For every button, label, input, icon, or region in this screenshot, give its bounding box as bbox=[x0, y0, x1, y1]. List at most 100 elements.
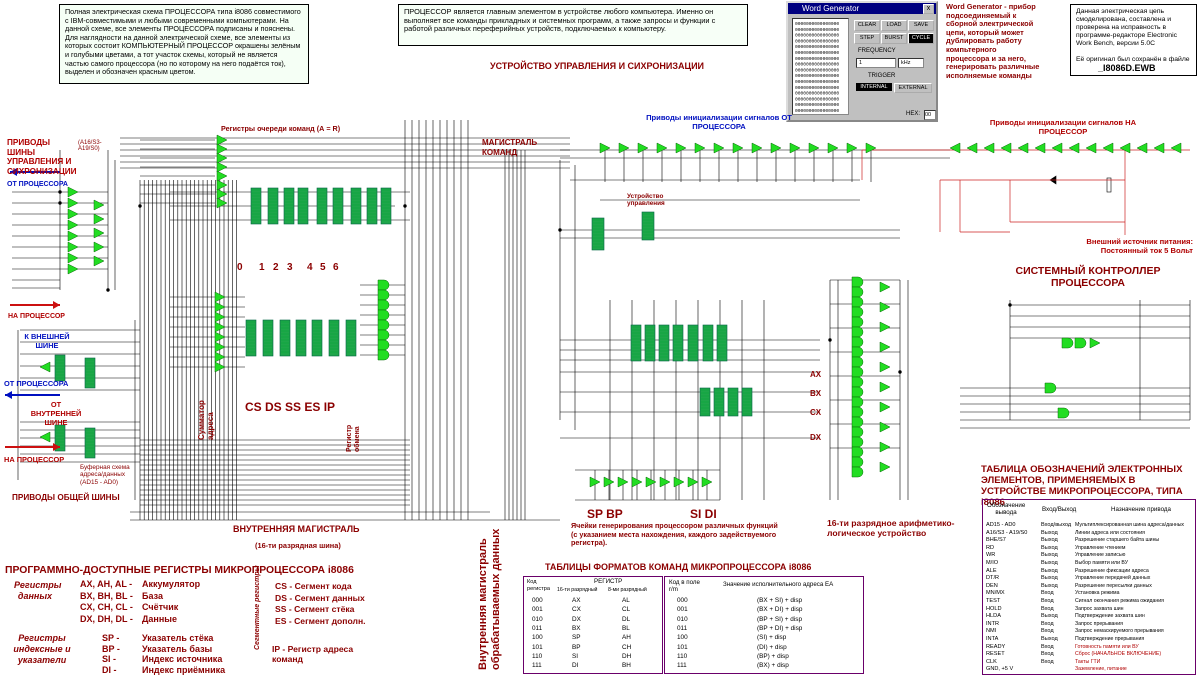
and-gate bbox=[851, 356, 864, 368]
buffer-gate bbox=[751, 142, 763, 154]
buffer-gate bbox=[879, 401, 891, 413]
data-reg-codes: DX, DH, DL - bbox=[80, 613, 133, 624]
bus-drivers-note: (A16/S3-A19/S0) bbox=[78, 140, 102, 152]
register-chip bbox=[672, 324, 684, 362]
fmt-r16: AX bbox=[572, 597, 581, 604]
buffer-gate bbox=[879, 441, 891, 453]
buffer-gate bbox=[39, 431, 51, 443]
buffer-gate bbox=[673, 476, 685, 488]
data-reg-name: База bbox=[142, 590, 163, 601]
register-chip bbox=[316, 187, 328, 225]
hdr-r16: 16-ти разрядный bbox=[557, 587, 598, 593]
to-cpu-label-2: НА ПРОЦЕССОР bbox=[4, 455, 65, 464]
fmt-rm: 110 bbox=[677, 652, 688, 660]
buffer-scheme-label: Буферная схема адреса/данных (AD15 - AD0… bbox=[80, 464, 140, 486]
buffer-gate bbox=[39, 361, 51, 373]
junction-dot bbox=[1008, 303, 1012, 307]
sys-controller-label: СИСТЕМНЫЙ КОНТРОЛЛЕР ПРОЦЕССОРА bbox=[1013, 265, 1163, 289]
buffer-gate bbox=[879, 341, 891, 353]
pin-purpose: Подтверждение прерывания bbox=[1075, 636, 1145, 642]
buffer-gate bbox=[949, 142, 961, 154]
ext-power-label: Внешний источник питания: Постоянный ток… bbox=[1083, 237, 1193, 255]
exchange-reg-label: Регистр обмена bbox=[346, 424, 361, 452]
register-chip bbox=[328, 319, 340, 357]
pin-dir: Выход bbox=[1041, 537, 1058, 544]
buffer-gate bbox=[214, 331, 226, 343]
cycle-button[interactable]: CYCLE bbox=[908, 33, 934, 44]
init-to-cpu-text: Приводы инициализации сигналов НА ПРОЦЕС… bbox=[989, 118, 1137, 136]
fmt-rm: 111 bbox=[677, 662, 687, 670]
and-gate bbox=[1057, 407, 1070, 419]
and-gate bbox=[851, 386, 864, 398]
pin-purpose: Сброс (НАЧАЛЬНОЕ ВКЛЮЧЕНИЕ) bbox=[1075, 651, 1162, 658]
buffer-gate bbox=[67, 186, 79, 198]
and-gate bbox=[851, 396, 864, 408]
buffer-gate bbox=[631, 476, 643, 488]
buffer-gate bbox=[1089, 337, 1101, 349]
and-gate bbox=[1044, 382, 1057, 394]
fmt-ea: (DI) + disp bbox=[757, 643, 787, 651]
pin-name: M/IO bbox=[986, 560, 999, 566]
buffer-gate bbox=[675, 142, 687, 154]
buffer-gate bbox=[1034, 142, 1046, 154]
register-chip bbox=[644, 324, 656, 362]
frequency-input[interactable]: 1 bbox=[856, 58, 896, 68]
internal-data-bus-label: Внутренняя магистраль обрабатываемых дан… bbox=[477, 510, 503, 670]
frequency-label: FREQUENCY bbox=[858, 48, 896, 54]
buffer-gate bbox=[659, 476, 671, 488]
and-gate bbox=[1074, 337, 1087, 349]
memory-row: 0000000000000000 bbox=[795, 27, 839, 33]
buffer-gate bbox=[93, 255, 105, 267]
register-chip bbox=[54, 354, 66, 382]
and-gate bbox=[851, 326, 864, 338]
load-button[interactable]: LOAD bbox=[881, 20, 907, 31]
index-reg-name: Указатель стёка bbox=[142, 633, 214, 643]
buffer-gate bbox=[879, 461, 891, 473]
and-gate bbox=[851, 366, 864, 378]
buffer-gate bbox=[966, 142, 978, 154]
close-icon[interactable]: x bbox=[923, 4, 934, 14]
memory-row: 0000000000000000 bbox=[795, 33, 839, 39]
info-file-text: Её оригинал был сохранён в файле bbox=[1076, 56, 1190, 63]
clear-button[interactable]: CLEAR bbox=[854, 20, 880, 31]
hdr-code: Код регистра bbox=[527, 579, 552, 593]
buffer-gate bbox=[216, 197, 228, 209]
and-gate bbox=[851, 456, 864, 468]
ip-reg-text: IP - Регистр адреса команд bbox=[272, 644, 354, 664]
pin-dir: Выход bbox=[1041, 560, 1058, 566]
save-button[interactable]: SAVE bbox=[908, 20, 934, 31]
buffer-gate bbox=[879, 321, 891, 333]
trigger-label: TRIGGER bbox=[868, 73, 896, 79]
fmt-rm: 000 bbox=[677, 597, 688, 604]
buffer-gate bbox=[687, 476, 699, 488]
step-button[interactable]: STEP bbox=[854, 33, 880, 44]
buffer-gate bbox=[618, 142, 630, 154]
junction-dot bbox=[898, 370, 902, 374]
fmt-r16: DI bbox=[572, 662, 579, 670]
fmt-ea: (BP + SI) + disp bbox=[757, 615, 802, 623]
buffer-gate bbox=[1119, 142, 1131, 154]
register-chip bbox=[267, 187, 279, 225]
data-reg-name: Данные bbox=[142, 613, 177, 624]
junction-dot bbox=[58, 201, 62, 205]
pin-name: ALE bbox=[986, 567, 997, 574]
word-generator-titlebar[interactable]: Word Generator x bbox=[788, 3, 936, 14]
buffer-gate bbox=[214, 291, 226, 303]
internal-button[interactable]: INTERNAL bbox=[856, 83, 892, 91]
prog-regs-title: ПРОГРАММНО-ДОСТУПНЫЕ РЕГИСТРЫ МИКРОПРОЦЕ… bbox=[5, 565, 354, 576]
index-regs-label: Регистры индексные и указатели bbox=[12, 633, 72, 666]
segment-reg-row: CS - Сегмент кода bbox=[275, 581, 352, 591]
frequency-unit-select[interactable]: kHz bbox=[898, 58, 924, 68]
fmt-r16: DX bbox=[572, 615, 581, 623]
fmt-code: 001 bbox=[532, 606, 543, 614]
external-button[interactable]: EXTERNAL bbox=[894, 83, 932, 93]
register-chip bbox=[702, 324, 714, 362]
hex-input[interactable]: 00 bbox=[924, 110, 936, 120]
init-from-cpu-text: Приводы инициализации сигналов ОТ ПРОЦЕС… bbox=[646, 113, 792, 131]
control-device-label: Устройство управления bbox=[627, 193, 673, 207]
to-ext-bus-text: К ВНЕШНЕЙ ШИНЕ bbox=[24, 332, 70, 350]
buffer-gate bbox=[216, 143, 228, 155]
burst-button[interactable]: BURST bbox=[881, 33, 907, 44]
